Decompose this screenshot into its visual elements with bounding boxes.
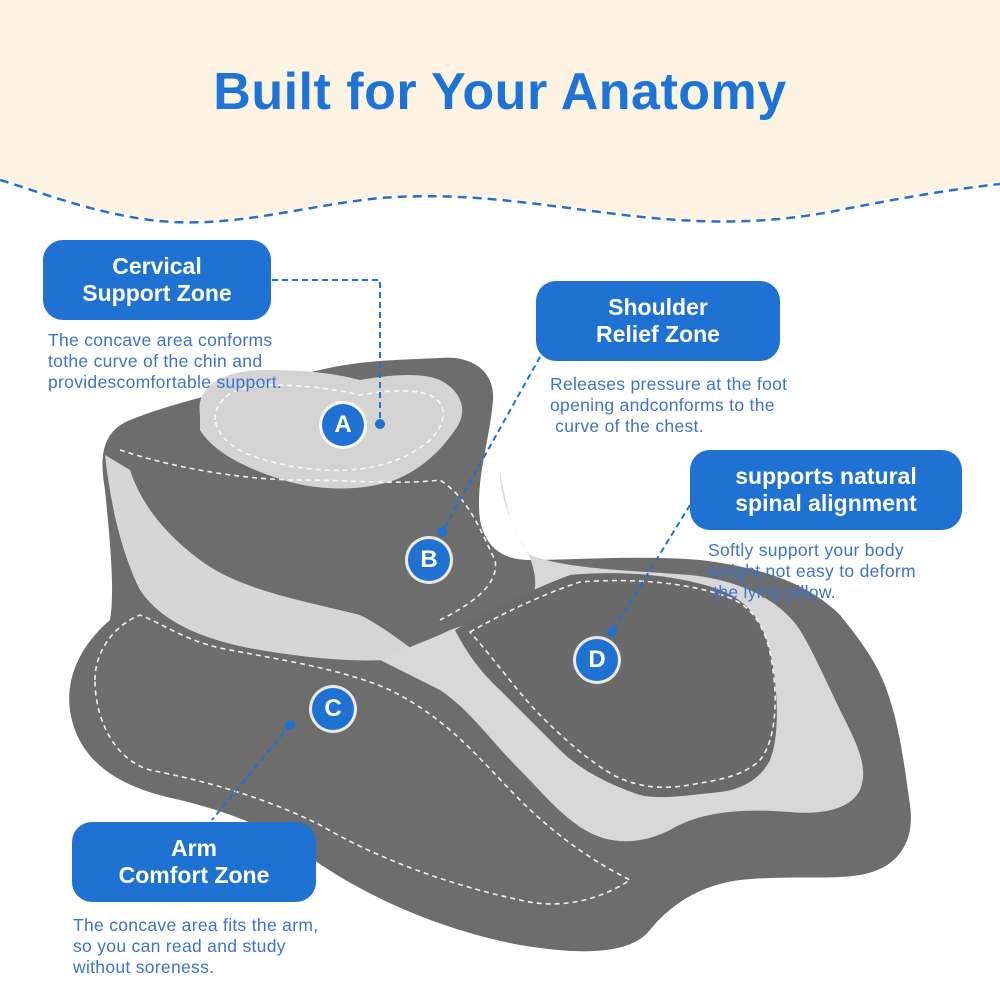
page-title: Built for Your Anatomy bbox=[213, 63, 787, 121]
cervical-zone-label: Cervical Support Zone bbox=[43, 240, 271, 320]
spinal-zone-title-line2: spinal alignment bbox=[735, 490, 917, 516]
connector-d bbox=[611, 504, 691, 633]
stitch-shoulder bbox=[119, 449, 497, 621]
shoulder-zone-title-line1: Shoulder bbox=[608, 294, 708, 320]
cervical-zone-title-line1: Cervical bbox=[112, 253, 202, 279]
arm-zone-title-line1: Arm bbox=[170, 835, 217, 861]
stitch-arm bbox=[94, 614, 632, 905]
header-background bbox=[0, 0, 1000, 224]
connector-c bbox=[211, 724, 291, 821]
stitch-spinal bbox=[468, 579, 776, 789]
marker-d: D bbox=[576, 639, 618, 681]
marker-c: C bbox=[312, 688, 354, 730]
header-wave-dashed-line bbox=[0, 178, 1000, 224]
stitch-cervical bbox=[214, 384, 444, 472]
cervical-zone-description: The concave area conforms tothe curve of… bbox=[48, 330, 283, 392]
connector-d-dot bbox=[607, 627, 617, 637]
spinal-zone-description: Softly support your body weight,not easy… bbox=[708, 540, 916, 602]
marker-b: B bbox=[408, 539, 450, 581]
arm-zone-description: The concave area fits the arm, so you ca… bbox=[73, 915, 319, 977]
connector-b-dot bbox=[437, 527, 447, 537]
shoulder-zone-description: Releases pressure at the foot opening an… bbox=[550, 374, 788, 436]
spinal-zone-title-line1: supports natural bbox=[735, 463, 917, 489]
connector-c-dot bbox=[285, 720, 295, 730]
arm-zone-label: Arm Comfort Zone bbox=[72, 822, 316, 902]
connector-b bbox=[441, 347, 546, 533]
arm-zone-title-line2: Comfort Zone bbox=[118, 862, 270, 888]
connector-a-dot bbox=[375, 419, 385, 429]
connector-a bbox=[272, 279, 381, 424]
spinal-zone-label: supports natural spinal alignment bbox=[690, 450, 962, 530]
shoulder-zone-label: Shoulder Relief Zone bbox=[536, 281, 780, 361]
cervical-zone-title-line2: Support Zone bbox=[82, 280, 232, 306]
spinal-zone-inner bbox=[455, 573, 777, 798]
shoulder-zone-title-line2: Relief Zone bbox=[596, 321, 720, 347]
header-wave bbox=[0, 0, 1000, 221]
pillow-side-wall bbox=[105, 455, 420, 661]
marker-a: A bbox=[322, 404, 364, 446]
